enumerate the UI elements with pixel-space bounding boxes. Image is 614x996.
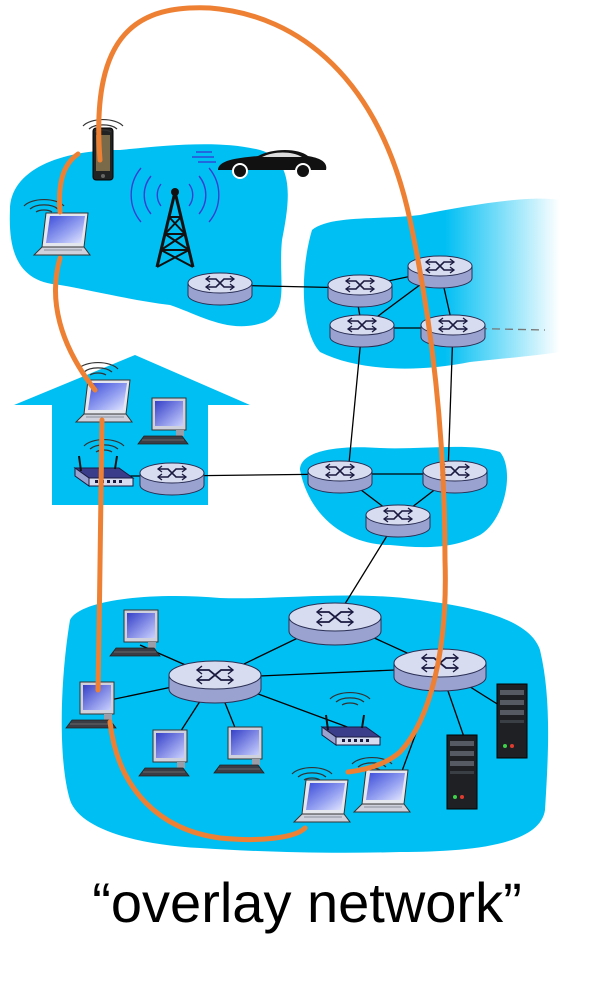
router-icon: [288, 602, 382, 646]
diagram-caption: “overlay network”: [92, 871, 522, 934]
wireless-signal-icon: [82, 118, 124, 133]
router-icon: [168, 660, 262, 704]
phone-icon: [92, 127, 114, 181]
overlay-links: [53, 5, 448, 842]
router-icon: [307, 460, 373, 494]
server-icon: [496, 683, 528, 759]
router-icon: [139, 462, 205, 496]
router-icon: [327, 274, 393, 308]
car-icon: [192, 150, 327, 179]
server-icon: [446, 734, 478, 810]
router-icon: [365, 504, 431, 538]
router-icon: [422, 460, 488, 494]
router-icon: [187, 272, 253, 306]
router-icon: [329, 314, 395, 348]
